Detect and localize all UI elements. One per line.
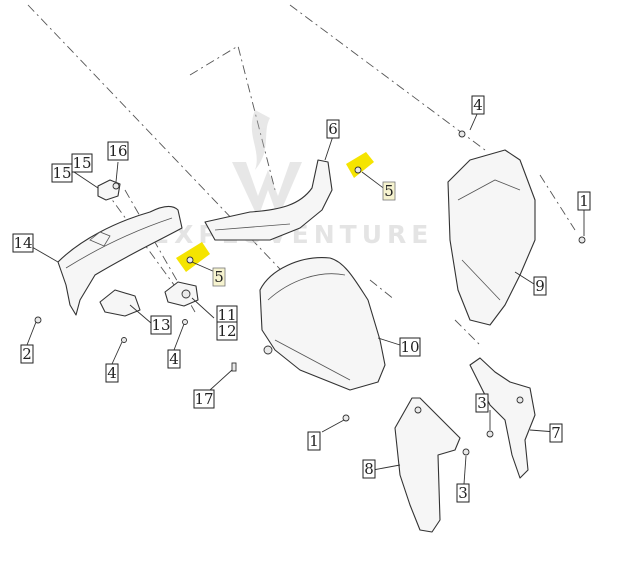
callout-13: 13 [150,315,172,335]
callout-8: 8 [362,459,376,479]
callout-14: 14 [12,233,34,253]
leader-lines [26,111,585,485]
watermark-logo [232,110,302,218]
svg-text:5: 5 [214,268,224,286]
part-splash-guard-14 [57,205,183,316]
bolts [34,130,586,456]
callout-1-right: 1 [577,191,591,211]
callout-17: 17 [193,389,215,409]
svg-text:15: 15 [52,164,71,182]
callout-15-left: 15 [51,163,73,183]
callout-1-bottom: 1 [307,431,321,451]
callout-16: 16 [107,141,129,161]
svg-text:15: 15 [72,154,91,172]
callout-5-left: 5 [212,267,226,287]
svg-text:4: 4 [473,96,483,114]
highlight-fastener-right [346,152,374,178]
svg-text:4: 4 [107,364,117,382]
callout-6: 6 [326,119,340,139]
part-cover-6 [204,159,333,241]
callout-4-left: 4 [105,363,119,383]
part-connector-15-16 [97,179,121,201]
part-housing-10 [259,257,386,391]
part-bracket-8 [394,397,461,533]
callout-10: 10 [399,337,421,357]
svg-text:7: 7 [551,424,561,442]
svg-text:9: 9 [535,277,545,295]
svg-text:1: 1 [579,192,589,210]
callout-5-right: 5 [382,181,396,201]
callout-4-top: 4 [471,95,485,115]
part-bracket-13 [99,289,141,317]
svg-text:8: 8 [364,460,374,478]
svg-text:16: 16 [108,142,127,160]
callout-3-upper: 3 [475,393,489,413]
svg-text:3: 3 [458,484,468,502]
svg-text:14: 14 [13,234,32,252]
part-bracket-7 [469,357,536,479]
svg-text:13: 13 [151,316,170,334]
highlight-marks [176,152,374,272]
svg-text:11: 11 [217,306,236,324]
callout-15-right: 15 [71,153,93,173]
callout-9: 9 [533,276,547,296]
callout-7: 7 [549,423,563,443]
svg-text:4: 4 [169,350,179,368]
svg-text:17: 17 [194,390,213,408]
callout-3-lower: 3 [456,483,470,503]
callout-2: 2 [20,344,34,364]
svg-text:1: 1 [309,432,319,450]
callout-12: 12 [216,321,238,341]
svg-text:3: 3 [477,394,487,412]
callout-4-middle: 4 [167,349,181,369]
svg-text:6: 6 [328,120,338,138]
part-housing-9 [447,149,536,326]
svg-text:2: 2 [22,345,32,363]
svg-text:5: 5 [384,182,394,200]
highlight-fastener-left [176,242,210,272]
svg-text:12: 12 [217,322,236,340]
svg-text:10: 10 [400,338,419,356]
part-sensor-11-12 [164,281,199,307]
